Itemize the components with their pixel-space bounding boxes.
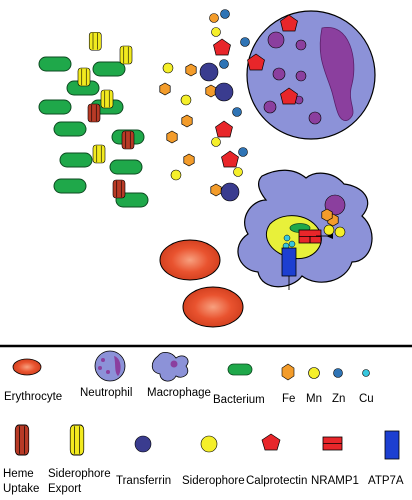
legend-zn-swatch <box>333 368 343 378</box>
zn-ion <box>219 59 229 69</box>
legend: Erythrocyte Neutrophil Macrophage Bacter… <box>3 350 404 495</box>
legend-macrophage-label: Macrophage <box>147 387 211 399</box>
fe-ion <box>210 183 222 197</box>
transferrin <box>220 182 240 202</box>
legend-erythrocyte-label: Erythrocyte <box>4 391 62 403</box>
legend-zn-label: Zn <box>332 393 345 405</box>
legend-calprotectin-label: Calprotectin <box>246 475 307 487</box>
erythrocyte <box>159 239 221 281</box>
bacterium <box>53 121 87 137</box>
fe-ion <box>185 63 197 77</box>
legend-heme-uptake-swatch <box>14 424 30 456</box>
legend-neutrophil-label: Neutrophil <box>80 387 132 399</box>
legend-transferrin-label: Transferrin <box>116 475 171 487</box>
mn-ion <box>211 27 221 37</box>
zn-ion <box>240 37 250 47</box>
calprotectin <box>213 38 231 56</box>
zn-ion <box>220 9 230 19</box>
atp7a-transporter <box>281 247 297 277</box>
legend-bacterium-swatch <box>227 363 253 376</box>
siderophore <box>170 169 182 181</box>
macrophage-cell <box>237 169 373 290</box>
fe-ion <box>205 84 217 98</box>
erythrocyte <box>182 286 244 328</box>
zn-ion <box>238 147 248 157</box>
transferrin <box>214 82 234 102</box>
legend-erythrocyte-swatch <box>12 358 42 376</box>
legend-calprotectin-swatch <box>261 433 281 451</box>
legend-fe-swatch <box>281 363 295 381</box>
siderophore <box>162 62 174 74</box>
heme-uptake-transporter <box>87 103 101 123</box>
legend-mn-swatch <box>308 367 320 379</box>
legend-nramp1-swatch <box>322 436 343 451</box>
fe-ion <box>183 153 195 167</box>
fe-ion <box>166 130 178 144</box>
legend-transferrin-swatch <box>134 435 152 453</box>
siderophore-export-transporter <box>92 144 106 164</box>
legend-macrophage-swatch <box>151 352 189 382</box>
bacterium <box>109 159 143 175</box>
mn-ion <box>211 137 221 147</box>
legend-fe-label: Fe <box>282 393 295 405</box>
legend-neutrophil-swatch <box>94 350 126 382</box>
legend-heme-uptake-label-2: Uptake <box>3 483 39 495</box>
neutrophil-cell <box>246 10 376 140</box>
fe-ion <box>181 114 193 128</box>
legend-heme-uptake-label-1: Heme <box>3 468 34 480</box>
siderophore-export-transporter <box>119 45 133 65</box>
heme-uptake-transporter <box>112 179 126 199</box>
siderophore-export-transporter <box>88 31 102 51</box>
mn-ion <box>233 167 243 177</box>
legend-siderophore-export-label-1: Siderophore <box>48 468 111 480</box>
legend-cu-swatch <box>362 369 370 377</box>
legend-siderophore-label: Siderophore <box>182 475 245 487</box>
legend-bacterium-label: Bacterium <box>213 394 265 406</box>
legend-nramp1-label: NRAMP1 <box>311 475 359 487</box>
transferrin <box>199 62 219 82</box>
bacterium <box>38 56 72 72</box>
extracellular-calprotectin <box>213 38 239 168</box>
zn-ion <box>232 107 242 117</box>
legend-atp7a-label: ATP7A <box>368 475 404 487</box>
bacterium <box>59 152 93 168</box>
fe-ion <box>159 82 171 96</box>
siderophore-export-transporter <box>100 89 114 109</box>
calprotectin <box>215 120 233 138</box>
legend-siderophore-export-label-2: Export <box>48 483 82 495</box>
legend-siderophore-export-swatch <box>69 424 85 456</box>
bacterium <box>92 61 126 77</box>
bacterium <box>53 178 87 194</box>
legend-siderophore-swatch <box>200 435 218 453</box>
extracellular-metals <box>159 9 250 202</box>
mn-ion <box>323 224 335 236</box>
fe-ion <box>209 13 219 23</box>
fe-ion <box>321 208 333 222</box>
bacterium <box>38 99 72 115</box>
legend-cu-label: Cu <box>359 393 374 405</box>
heme-uptake-transporter <box>121 130 135 150</box>
legend-atp7a-swatch <box>384 430 400 460</box>
siderophore-export-transporter <box>77 67 91 87</box>
calprotectin <box>221 150 239 168</box>
siderophore <box>180 94 192 106</box>
legend-mn-label: Mn <box>306 393 322 405</box>
mn-ion <box>334 226 346 238</box>
